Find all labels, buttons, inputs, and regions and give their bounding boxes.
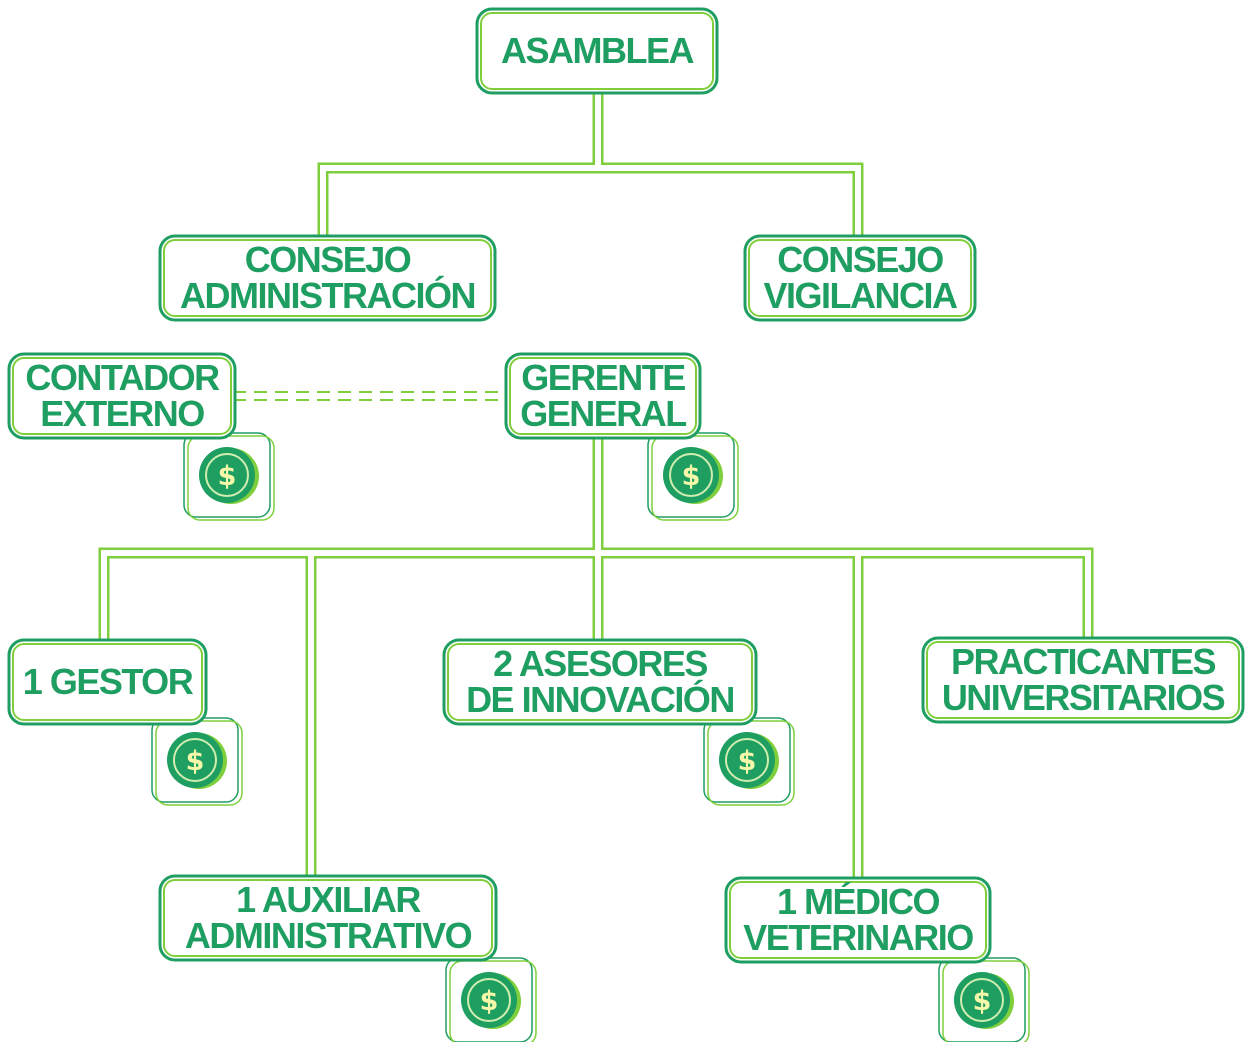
- dollar-coin-icon: $: [703, 717, 795, 806]
- dollar-coin-icon: $: [183, 432, 275, 521]
- node-frame: [475, 7, 719, 95]
- node-label: DE INNOVACIÓN: [466, 678, 734, 720]
- dollar-sign: $: [218, 461, 237, 492]
- node-frame-inner: [480, 12, 714, 90]
- node-label: GERENTE: [521, 357, 685, 398]
- node-frame-inner: [163, 879, 493, 957]
- node-label: CONSEJO: [777, 239, 943, 280]
- node-asamblea: ASAMBLEA: [475, 7, 719, 95]
- node-frame: [158, 234, 497, 322]
- node-label: ADMINISTRATIVO: [185, 915, 472, 956]
- node-frame-inner: [447, 643, 753, 721]
- node-label: ASAMBLEA: [501, 30, 694, 71]
- dollar-coin-icon: $: [647, 432, 739, 521]
- salary-coins: $ $ $ $ $ $: [151, 432, 1030, 1042]
- node-label: GENERAL: [520, 393, 686, 434]
- dollar-coin-icon: $: [151, 717, 243, 806]
- connector-line: [317, 93, 864, 236]
- node-label: EXTERNO: [40, 393, 204, 434]
- node-label: VETERINARIO: [743, 917, 973, 958]
- node-frame: [442, 638, 758, 726]
- node-label: 2 ASESORES: [493, 643, 707, 684]
- node-label: 1 AUXILIAR: [236, 879, 421, 920]
- dollar-sign: $: [186, 746, 205, 777]
- dollar-coin-icon: $: [445, 957, 537, 1042]
- node-label: 1 GESTOR: [23, 661, 194, 702]
- node-label: ADMINISTRACIÓN: [180, 274, 475, 316]
- node-frame-inner: [729, 881, 987, 959]
- node-frame-inner: [748, 239, 972, 317]
- node-frame: [158, 874, 498, 962]
- node-label: UNIVERSITARIOS: [942, 677, 1225, 718]
- node-frame: [743, 234, 977, 322]
- org-boxes: ASAMBLEACONSEJOADMINISTRACIÓNCONSEJOVIGI…: [7, 7, 1245, 964]
- node-frame: [7, 638, 208, 726]
- node-frame: [724, 876, 992, 964]
- dollar-sign: $: [738, 746, 757, 777]
- node-frame-inner: [163, 239, 492, 317]
- node-frame: [504, 352, 702, 440]
- node-frame-inner: [12, 357, 232, 435]
- node-frame: [7, 352, 237, 440]
- dollar-sign: $: [973, 986, 992, 1017]
- dollar-sign: $: [682, 461, 701, 492]
- node-frame-inner: [926, 641, 1240, 719]
- connector-line-inner: [320, 93, 861, 236]
- dollar-coin-icon: $: [938, 957, 1030, 1042]
- node-label: VIGILANCIA: [763, 275, 958, 316]
- node-label: CONTADOR: [25, 357, 220, 398]
- node-label: PRACTICANTES: [951, 641, 1215, 682]
- node-label: CONSEJO: [245, 239, 411, 280]
- node-gestor: 1 GESTOR: [7, 638, 208, 726]
- node-frame-inner: [509, 357, 697, 435]
- node-frame-inner: [12, 643, 203, 721]
- dollar-sign: $: [480, 986, 499, 1017]
- node-frame: [921, 636, 1245, 724]
- connector-lines: [98, 93, 1094, 878]
- node-label: 1 MÉDICO: [777, 881, 940, 922]
